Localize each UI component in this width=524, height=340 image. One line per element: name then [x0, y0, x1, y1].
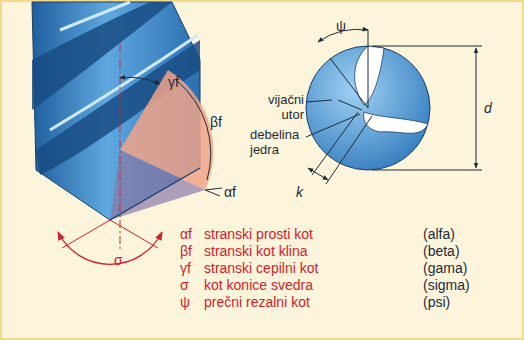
angle-symbol: αf	[224, 184, 236, 200]
legend-name: (alfa)	[423, 226, 455, 242]
legend-symbol: ψ	[180, 294, 190, 310]
legend-name: (gama)	[423, 260, 467, 276]
legend-symbol: γf	[180, 260, 191, 276]
legend-text: prečni rezalni kot	[204, 294, 310, 310]
angle-symbol: σ	[114, 252, 123, 268]
legend-symbol: αf	[180, 226, 192, 242]
angle-symbol: γf	[168, 74, 179, 90]
legend-text: stranski prosti kot	[204, 226, 313, 242]
legend-text: stranski kot klina	[204, 243, 307, 259]
legend-symbol: βf	[180, 243, 192, 259]
legend-text: kot konice svedra	[204, 277, 313, 293]
part-name: debelina jedra	[250, 127, 306, 157]
legend-name: (psi)	[423, 294, 450, 310]
angle-symbol: ψ	[336, 18, 346, 34]
dimension-label: d	[484, 100, 492, 116]
legend-name: (beta)	[423, 243, 460, 259]
part-name: vijačni utor	[250, 92, 304, 122]
legend-text: stranski cepilni kot	[204, 260, 318, 276]
legend-name: (sigma)	[423, 277, 470, 293]
legend-symbol: σ	[180, 277, 189, 293]
angle-symbol: βf	[210, 114, 222, 130]
dimension-label: k	[296, 184, 303, 200]
